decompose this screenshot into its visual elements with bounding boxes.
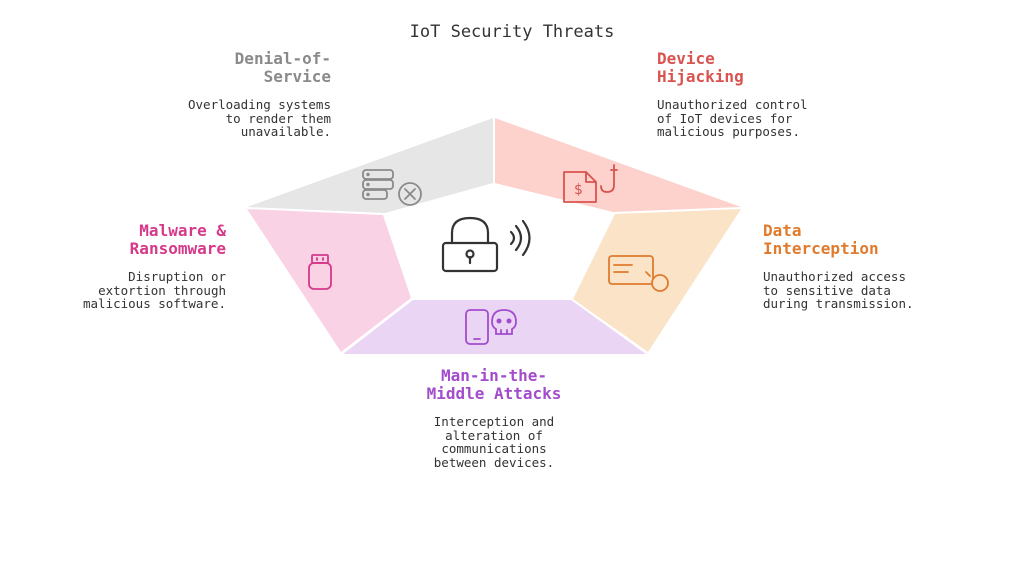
- usb-drive-icon: [308, 254, 332, 290]
- screen-intercept-icon: [608, 255, 669, 292]
- intercept-desc-line1: Unauthorized access: [763, 269, 906, 284]
- mitm-title-line2: Middle Attacks: [426, 384, 562, 403]
- diagram-title: IoT Security Threats: [409, 22, 615, 42]
- malware-title-line2: Ransomware: [129, 239, 226, 258]
- malware-desc-line2: extortion through: [98, 282, 226, 298]
- dos-title: Denial-of- Service: [188, 50, 331, 86]
- mitm-desc-line2: alteration of: [445, 427, 543, 443]
- segment-dos: [247, 118, 493, 213]
- dos-desc-line2: to render them: [225, 110, 331, 126]
- hijack-description: Unauthorized control of IoT devices for …: [657, 98, 808, 139]
- malware-description: Disruption or extortion through maliciou…: [83, 270, 226, 311]
- segment-malware: [247, 209, 411, 352]
- intercept-desc-line3: during transmission.: [763, 296, 914, 311]
- hijack-title-line1: Device: [657, 49, 715, 68]
- phone-skull-icon: [465, 309, 517, 345]
- intercept-title-line1: Data: [763, 221, 802, 240]
- inner-pentagon: [385, 185, 612, 298]
- hijack-desc-line1: Unauthorized control: [657, 97, 808, 112]
- hijack-title-line2: Hijacking: [657, 67, 744, 86]
- hijack-desc-line2: of IoT devices for: [657, 110, 793, 126]
- phishing-dollar-icon: $: [563, 164, 618, 203]
- label-malware: Malware & Ransomware Disruption or extor…: [83, 222, 226, 311]
- server-cross-icon: [362, 169, 422, 206]
- label-dos: Denial-of- Service Overloading systems t…: [188, 50, 331, 139]
- dos-desc-line3: unavailable.: [240, 124, 331, 139]
- intercept-description: Unauthorized access to sensitive data du…: [763, 270, 914, 311]
- wireless-lock-icon: [441, 216, 531, 273]
- dos-description: Overloading systems to render them unava…: [188, 98, 331, 139]
- mitm-desc-line1: Interception and: [433, 414, 555, 429]
- hijack-desc-line3: malicious purposes.: [657, 124, 800, 139]
- label-intercept: Data Interception Unauthorized access to…: [763, 222, 914, 311]
- malware-desc-line3: malicious software.: [83, 296, 226, 311]
- mitm-title: Man-in-the- Middle Attacks: [344, 367, 644, 403]
- malware-title-line1: Malware &: [139, 221, 226, 240]
- intercept-title-line2: Interception: [763, 239, 879, 258]
- malware-title: Malware & Ransomware: [83, 222, 226, 258]
- svg-text:$: $: [574, 182, 583, 198]
- hijack-title: Device Hijacking: [657, 50, 808, 86]
- dos-title-line2: Service: [263, 67, 331, 86]
- intercept-title: Data Interception: [763, 222, 914, 258]
- dos-desc-line1: Overloading systems: [188, 97, 331, 112]
- segment-hijack: [495, 118, 741, 212]
- intercept-desc-line2: to sensitive data: [763, 282, 891, 298]
- mitm-desc-line3: communications: [441, 441, 547, 456]
- label-mitm: Man-in-the- Middle Attacks Interception …: [344, 367, 644, 469]
- mitm-desc-line4: between devices.: [433, 454, 555, 470]
- label-hijack: Device Hijacking Unauthorized control of…: [657, 50, 808, 139]
- dos-title-line1: Denial-of-: [234, 49, 331, 68]
- mitm-description: Interception and alteration of communica…: [344, 415, 644, 469]
- malware-desc-line1: Disruption or: [128, 269, 226, 284]
- mitm-title-line1: Man-in-the-: [441, 366, 547, 385]
